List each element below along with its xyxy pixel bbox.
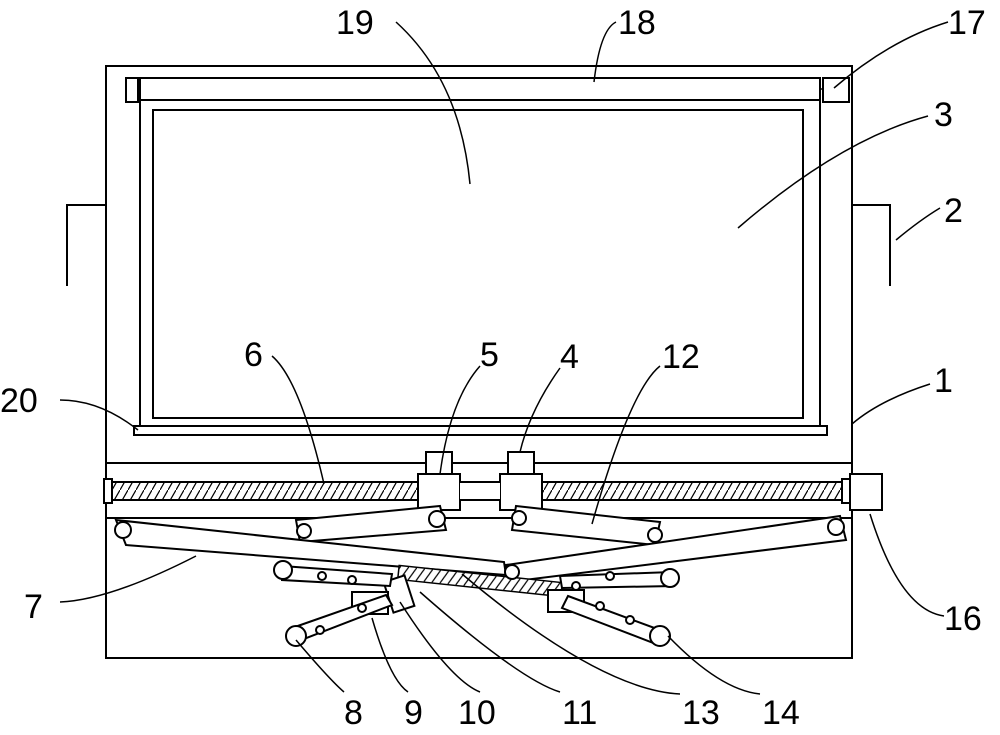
pivot-pin [647, 527, 663, 543]
pivot-pin [428, 510, 446, 528]
pivot-pin [504, 564, 520, 580]
nut-block-left-top [425, 451, 453, 477]
pivot-pin [625, 615, 635, 625]
nut-block-right-top [507, 451, 535, 477]
roller-right-cap [822, 77, 850, 103]
label-20: 20 [0, 382, 38, 420]
pivot-pin [357, 603, 367, 613]
screw-gap [460, 482, 500, 500]
short-link-left [294, 504, 448, 544]
label-16: 16 [944, 600, 982, 638]
short-link-right [510, 504, 662, 547]
label-8: 8 [344, 694, 363, 732]
label-7: 7 [24, 588, 43, 626]
label-9: 9 [404, 694, 423, 732]
label-18: 18 [618, 4, 656, 42]
label-3: 3 [934, 96, 953, 134]
screw-left-end [103, 478, 113, 504]
label-19: 19 [336, 4, 374, 42]
label-2: 2 [944, 192, 963, 230]
pivot-pin [315, 625, 325, 635]
pivot-pin [827, 518, 845, 536]
pivot-pin [317, 571, 327, 581]
label-10: 10 [458, 694, 496, 732]
bottom-plate [133, 425, 828, 436]
pivot-pin [605, 571, 615, 581]
pivot-pin [511, 510, 527, 526]
link-right-lower [560, 594, 662, 646]
roller-bar [139, 77, 821, 101]
part-labels: 1 2 3 4 5 6 7 8 9 10 11 12 13 14 16 17 1… [0, 4, 986, 732]
screen-outer [139, 99, 821, 427]
roller-left-cap [125, 77, 139, 103]
pivot-pin [114, 521, 132, 539]
label-14: 14 [762, 694, 800, 732]
label-5: 5 [480, 336, 499, 374]
label-6: 6 [244, 336, 263, 374]
pivot-pin [595, 601, 605, 611]
pivot-pin [571, 581, 581, 591]
label-11: 11 [562, 694, 597, 732]
leader-lines [59, 21, 949, 695]
right-handle [852, 204, 891, 286]
label-4: 4 [560, 338, 579, 376]
label-12: 12 [662, 338, 700, 376]
nut-block-left [417, 473, 461, 511]
wheel-left-lower [285, 625, 307, 647]
wheel-left-upper [273, 560, 293, 580]
main-frame [105, 65, 853, 659]
pivot-pin [296, 523, 312, 539]
label-17: 17 [948, 4, 986, 42]
wheel-right-lower [649, 625, 671, 647]
nut-block-right [499, 473, 543, 511]
screen-inner [152, 109, 804, 419]
pivot-pin [347, 575, 357, 585]
label-13: 13 [682, 694, 720, 732]
wheel-right-upper [660, 568, 680, 588]
link-left-upper [281, 564, 394, 588]
label-1: 1 [934, 362, 953, 400]
left-handle [66, 204, 106, 286]
screw-right-end [841, 478, 851, 504]
motor [849, 473, 883, 511]
